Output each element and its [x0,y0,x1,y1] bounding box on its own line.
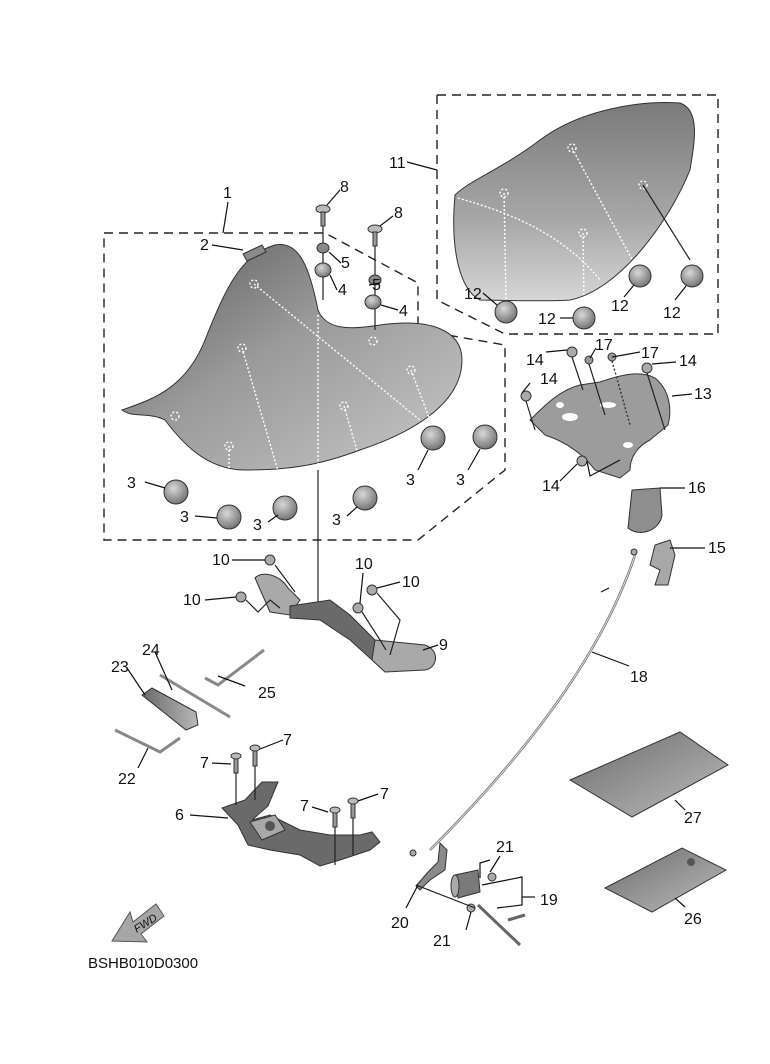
callout-4: 4 [399,303,408,320]
callout-3: 3 [456,472,465,489]
bolt-collar-stack [314,204,383,610]
callout-3: 3 [180,509,189,526]
callout-25: 25 [258,685,276,702]
screwdriver-bit-24 [159,673,231,719]
damper-group-3 [163,424,498,530]
callout-10: 10 [355,556,373,573]
callout-12: 12 [464,286,482,303]
callout-9: 9 [439,637,448,654]
bracket-9 [235,554,436,673]
callout-22: 22 [118,771,136,788]
callout-17: 17 [641,345,659,362]
callout-15: 15 [708,540,726,557]
callout-19: 19 [540,892,558,909]
callout-23: 23 [111,659,129,676]
diagram-code: BSHB010D0300 [88,955,198,972]
tool-case-26 [603,847,728,913]
bolts-14-17 [520,346,666,467]
seat-lock-assy [415,841,526,947]
passenger-seat [453,102,695,306]
callout-7: 7 [300,798,309,815]
hex-wrench-25 [204,648,265,687]
tool-tray-27 [568,731,729,818]
callout-17: 17 [595,337,613,354]
rider-seat [120,244,463,496]
callout-3: 3 [332,512,341,529]
cable-18 [429,554,637,851]
emblem-tab [242,244,267,262]
callout-14: 14 [542,478,560,495]
callout-12: 12 [611,298,629,315]
callout-10: 10 [402,574,420,591]
hook-15 [649,539,676,586]
callout-labels: 1 2 3 3 3 3 3 3 4 4 5 5 6 7 7 7 7 8 8 9 … [111,155,726,950]
leader-lines [126,161,705,931]
callout-13: 13 [694,386,712,403]
callout-12: 12 [663,305,681,322]
callout-20: 20 [391,915,409,932]
callout-11: 11 [389,155,406,172]
callout-3: 3 [406,472,415,489]
callout-14: 14 [540,371,558,388]
callout-7: 7 [200,755,209,772]
bracket-13 [529,373,671,479]
callout-14: 14 [526,352,544,369]
group-box-rider-seat [103,232,506,541]
callout-16: 16 [688,480,706,497]
fwd-arrow: FWD [111,903,165,943]
callout-21: 21 [496,839,514,856]
callout-10: 10 [183,592,201,609]
callout-6: 6 [175,807,184,824]
callout-1: 1 [223,185,232,202]
callout-4: 4 [338,282,347,299]
callout-12: 12 [538,311,556,328]
bracket-6 [221,744,381,867]
group-box-passenger-seat [436,94,719,335]
callout-10: 10 [212,552,230,569]
callout-8: 8 [340,179,349,196]
callout-18: 18 [630,669,648,686]
callout-5: 5 [372,277,381,294]
callout-8: 8 [394,205,403,222]
callout-7: 7 [380,786,389,803]
callout-24: 24 [142,642,160,659]
callout-21: 21 [433,933,451,950]
callout-2: 2 [200,237,209,254]
callout-5: 5 [341,255,350,272]
cover-16 [627,487,663,533]
tools-22-25 [114,648,265,754]
screwdriver-handle-23 [141,687,199,731]
callout-14: 14 [679,353,697,370]
callout-7: 7 [283,732,292,749]
hex-wrench-22 [114,728,181,754]
callout-3: 3 [127,475,136,492]
damper-group-12 [494,264,704,330]
callout-26: 26 [684,911,702,928]
callout-3: 3 [253,517,262,534]
callout-27: 27 [684,810,702,827]
